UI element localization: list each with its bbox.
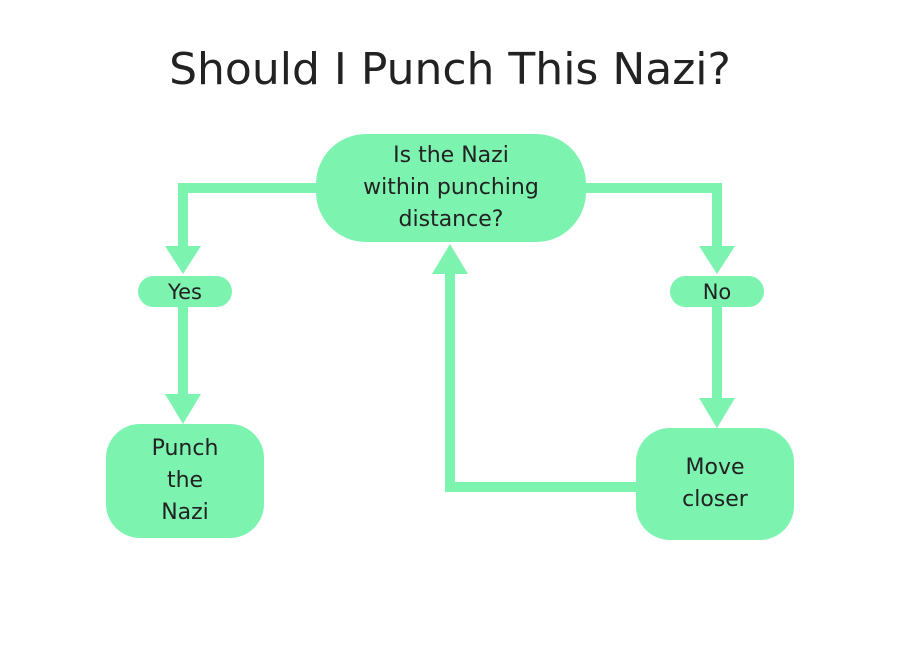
no-label-node: No [670, 276, 764, 307]
edge-question-to-no [586, 183, 722, 248]
arrowhead-down-yes [165, 246, 201, 274]
punch-node: Punch the Nazi [106, 424, 264, 538]
arrowhead-down-no [699, 246, 735, 274]
edge-move-to-question [445, 272, 636, 492]
edge-question-to-yes [178, 183, 316, 248]
arrowhead-down-punch [165, 394, 201, 424]
move-closer-node: Move closer [636, 428, 794, 540]
question-node: Is the Nazi within punching distance? [316, 134, 586, 242]
arrowhead-up-question [432, 244, 468, 274]
yes-label-node: Yes [138, 276, 232, 307]
arrowhead-down-move [699, 398, 735, 428]
diagram-title: Should I Punch This Nazi? [169, 44, 731, 95]
